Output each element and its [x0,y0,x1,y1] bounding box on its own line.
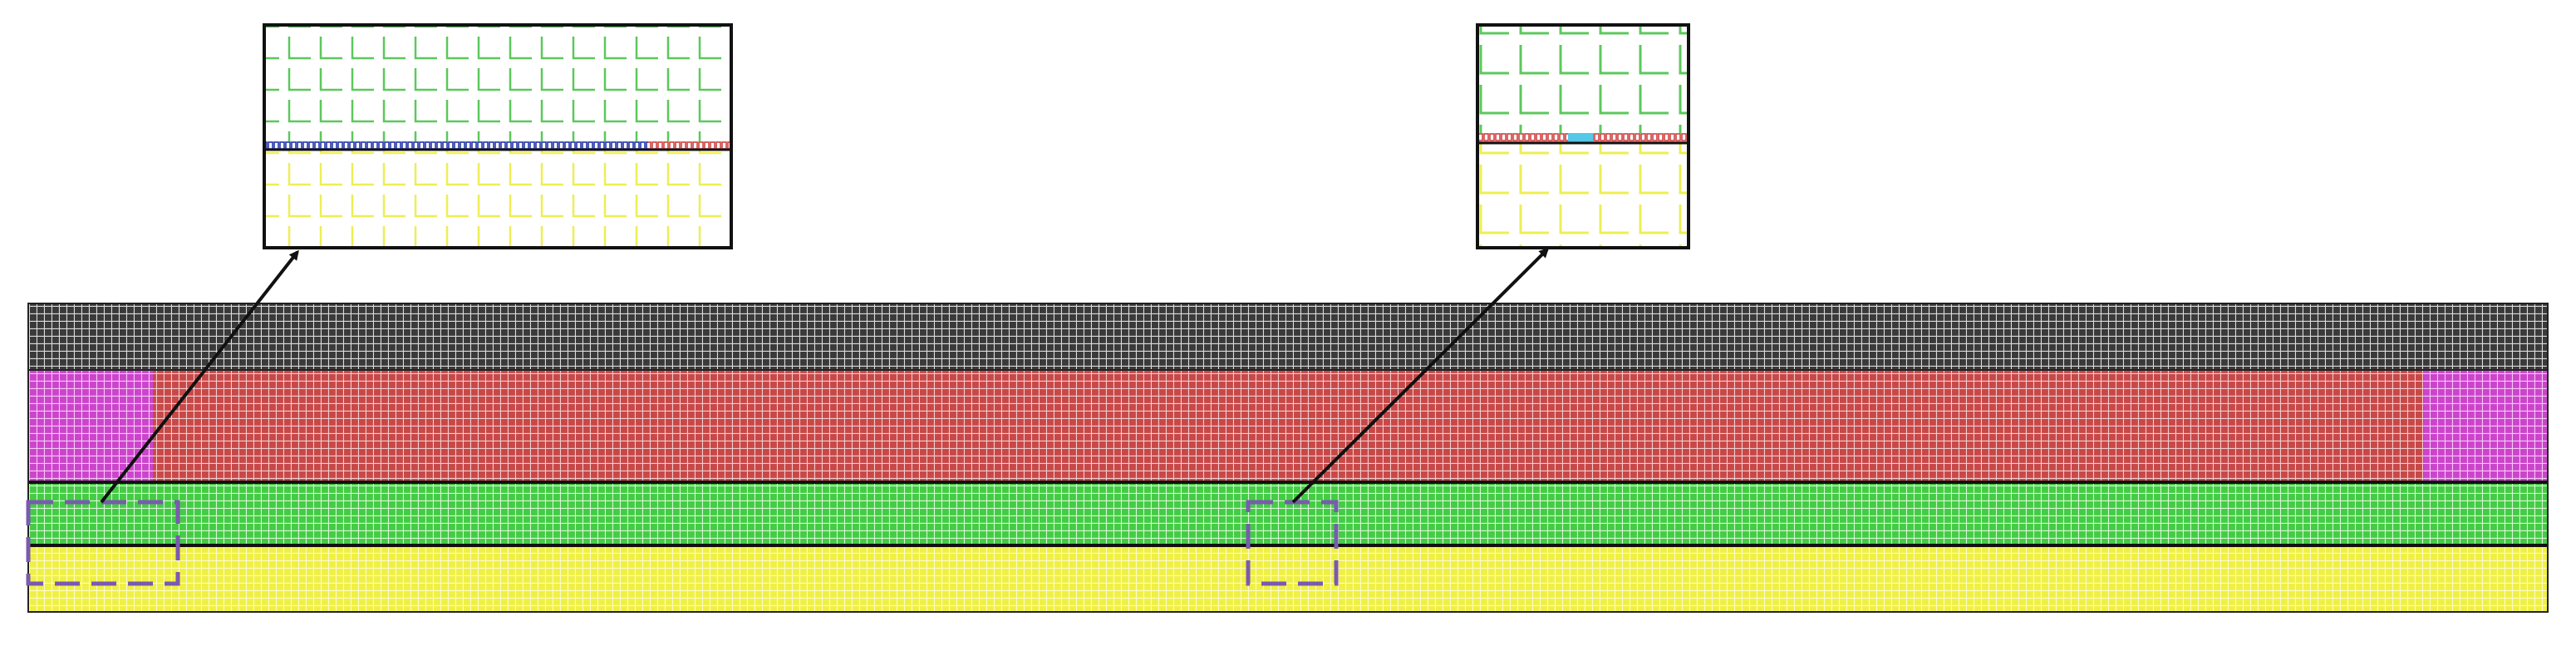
magenta-left-region [28,370,153,482]
zoom-inset-left [263,23,733,249]
inset-left-upper [264,25,731,143]
inset-center-cyan-segment [1568,133,1593,143]
arrow-left-to-inset [100,249,299,504]
inset-center-frame [1476,23,1690,249]
inset-left-thin-red-layer [648,141,731,150]
main-mesh [27,303,2549,613]
inset-left-thin-blue-layer [264,141,648,150]
inset-center-upper [1477,25,1689,133]
top-dense-mesh-layer [28,303,2548,370]
magenta-right-region [2424,370,2548,482]
inset-center-lower [1477,143,1689,248]
green-layer [28,482,2548,545]
arrow-center-to-inset [1291,247,1550,504]
red-active-layer [28,370,2548,482]
zoom-box-center [1246,500,1339,586]
inset-left-lower [264,150,731,248]
mesh-outline [27,303,2549,613]
zoom-inset-center [1476,23,1690,249]
inset-left-frame [263,23,733,249]
yellow-layer [28,545,2548,612]
